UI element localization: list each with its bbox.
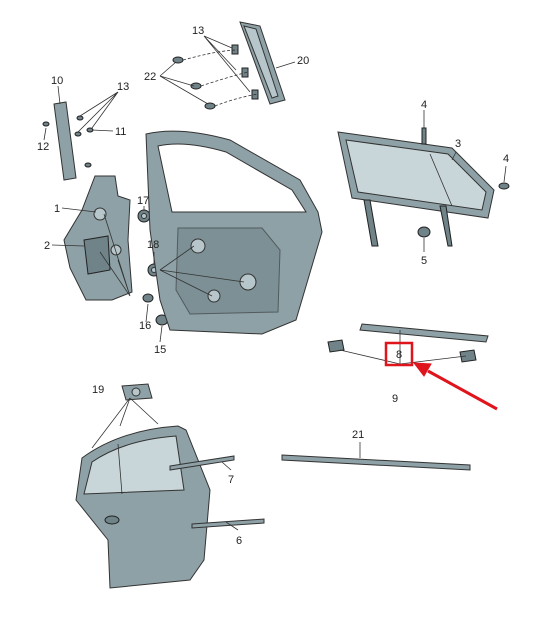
rear-door-exterior-part <box>75 425 265 589</box>
door-shell-part <box>145 130 323 335</box>
callout-15: 15 <box>154 344 166 356</box>
highlight-arrow <box>412 362 498 411</box>
door-lock-part <box>63 175 133 301</box>
window-seal-part <box>327 323 489 363</box>
door-strip-part <box>42 101 94 181</box>
door-sill-strip-part <box>281 454 471 471</box>
highlight-box <box>384 341 414 367</box>
callout-12: 12 <box>37 141 49 153</box>
callout-7: 7 <box>228 474 234 486</box>
callout-4-right: 4 <box>503 153 509 165</box>
callout-10: 10 <box>51 75 63 87</box>
callout-20: 20 <box>297 55 309 67</box>
callout-5: 5 <box>421 255 427 267</box>
callout-22: 22 <box>144 71 156 83</box>
callout-2: 2 <box>44 240 50 252</box>
callout-19: 19 <box>92 384 104 396</box>
window-frame-trim-part <box>239 21 286 105</box>
callout-1: 1 <box>54 203 60 215</box>
callout-18: 18 <box>147 239 159 251</box>
callout-11: 11 <box>115 126 126 138</box>
callout-3: 3 <box>455 138 461 150</box>
door-clip-part <box>121 383 153 401</box>
window-glass-part <box>337 127 510 247</box>
callout-21: 21 <box>352 429 364 441</box>
callout-16: 16 <box>139 320 151 332</box>
callout-6: 6 <box>236 535 242 547</box>
callout-13-top: 13 <box>192 25 204 37</box>
callout-8: 8 <box>396 349 402 361</box>
top-screws <box>172 44 259 110</box>
leader-lines <box>43 35 507 531</box>
callout-9: 9 <box>392 393 398 405</box>
callout-13-left: 13 <box>117 81 129 93</box>
callout-17: 17 <box>137 195 149 207</box>
callout-4-top: 4 <box>421 99 427 111</box>
